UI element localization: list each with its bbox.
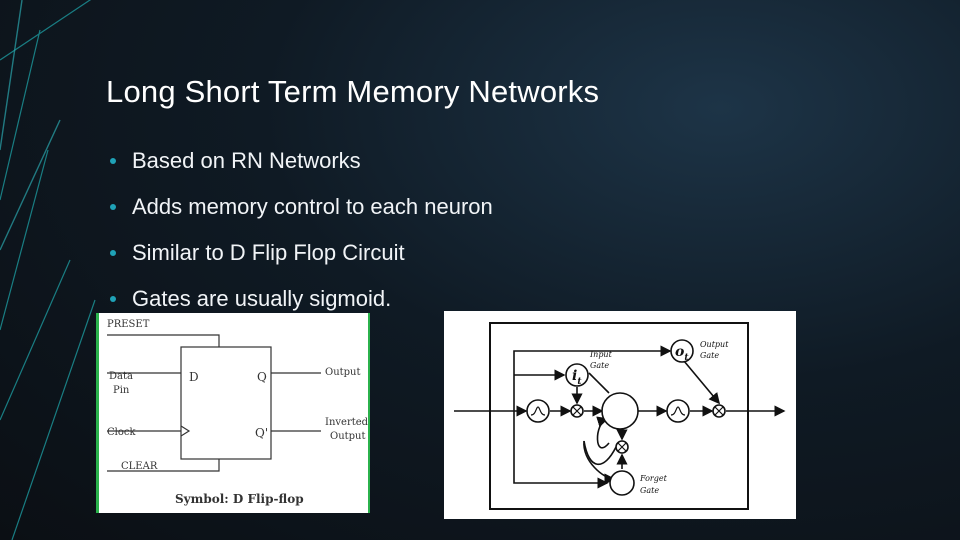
- lstm-svg: it ot Input Gate Output Gate Forget Gate: [454, 322, 786, 510]
- bullet-text: Gates are usually sigmoid.: [132, 286, 392, 311]
- bullet-dot-icon: [110, 296, 116, 302]
- input-tanh-node: [526, 399, 550, 423]
- data-pin-label: Data: [109, 371, 133, 382]
- clear-label: CLEAR: [121, 461, 158, 472]
- forget-gate-label: Forget: [639, 474, 668, 483]
- bullet-list: Based on RN Networks Adds memory control…: [106, 138, 493, 322]
- bullet-text: Similar to D Flip Flop Circuit: [132, 240, 405, 265]
- sigmoid-curve-icon: [670, 406, 686, 416]
- q-bar-label: Q': [255, 426, 268, 440]
- preset-label: PRESET: [107, 319, 150, 330]
- output-gate-node: [670, 339, 694, 363]
- output-gate-label: Output: [700, 340, 729, 349]
- bullet-item: Adds memory control to each neuron: [106, 184, 493, 230]
- flipflop-svg: PRESET Data Pin Clock CLEAR D Q Q' Outpu…: [107, 319, 369, 506]
- input-gate-node: [565, 363, 589, 387]
- input-gate-label-2: Gate: [590, 361, 609, 370]
- flipflop-caption: Symbol: D Flip-flop: [175, 492, 304, 506]
- d-label: D: [189, 370, 199, 384]
- forget-gate-label-2: Gate: [640, 486, 659, 495]
- bullet-item: Based on RN Networks: [106, 138, 493, 184]
- sigmoid-curve-icon: [530, 406, 546, 416]
- flipflop-box: [180, 346, 272, 460]
- o-t-symbol: ot: [675, 344, 689, 363]
- slide-title: Long Short Term Memory Networks: [106, 74, 600, 109]
- bullet-dot-icon: [110, 250, 116, 256]
- memory-cell-node: [601, 392, 639, 430]
- bullet-dot-icon: [110, 204, 116, 210]
- data-pin-label-2: Pin: [113, 385, 130, 396]
- bullet-item: Gates are usually sigmoid.: [106, 276, 493, 322]
- bullet-text: Adds memory control to each neuron: [132, 194, 493, 219]
- forget-gate-node: [609, 470, 635, 496]
- bullet-dot-icon: [110, 158, 116, 164]
- inverted-output-label: Inverted: [325, 417, 368, 428]
- lstm-cell-border: [489, 322, 749, 510]
- bullet-text: Based on RN Networks: [132, 148, 361, 173]
- i-t-symbol: it: [572, 368, 582, 387]
- output-tanh-node: [666, 399, 690, 423]
- flipflop-diagram: PRESET Data Pin Clock CLEAR D Q Q' Outpu…: [96, 313, 370, 513]
- q-label: Q: [257, 370, 267, 384]
- decorative-lines: [0, 0, 96, 540]
- bullet-item: Similar to D Flip Flop Circuit: [106, 230, 493, 276]
- lstm-diagram: it ot Input Gate Output Gate Forget Gate: [444, 311, 796, 519]
- input-gate-label: Input: [589, 350, 613, 359]
- output-gate-label-2: Gate: [700, 351, 719, 360]
- clock-label: Clock: [107, 427, 136, 438]
- inverted-output-label-2: Output: [330, 431, 366, 442]
- output-label: Output: [325, 367, 361, 378]
